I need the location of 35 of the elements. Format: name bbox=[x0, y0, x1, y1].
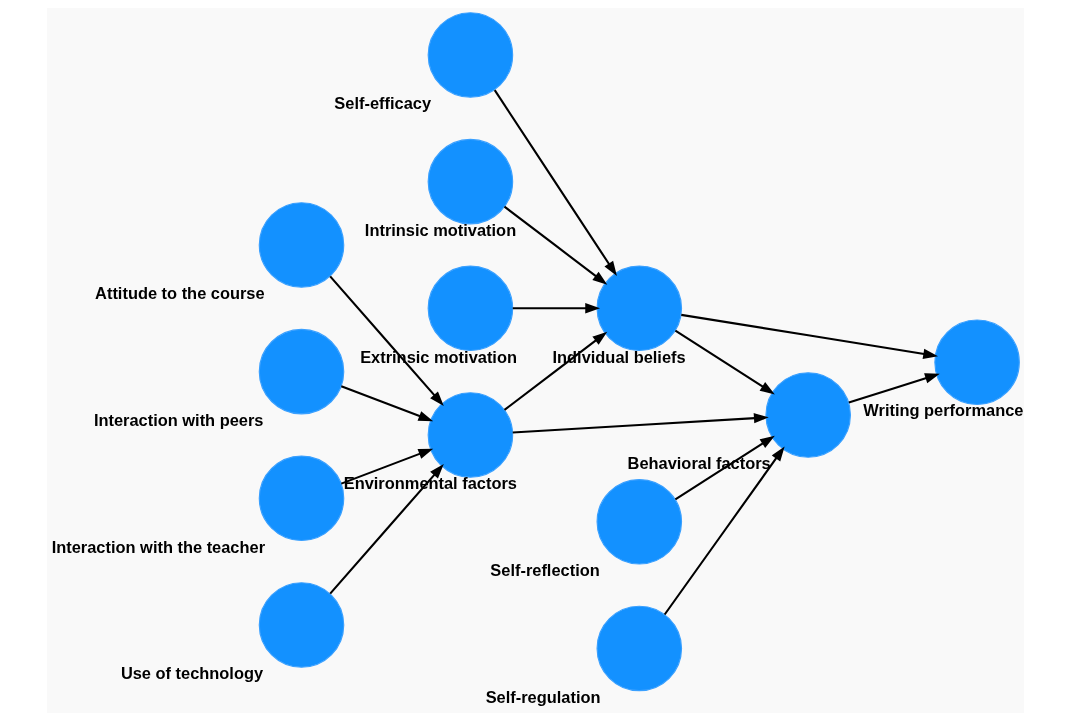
node-circle bbox=[764, 372, 851, 458]
node-circle bbox=[258, 582, 344, 668]
arrow bbox=[340, 448, 433, 485]
node-label: Self-reflection bbox=[489, 560, 600, 579]
arrow bbox=[503, 331, 607, 411]
arrow bbox=[663, 446, 785, 616]
node-label: Writing performance bbox=[862, 401, 1023, 420]
node-label: Self-regulation bbox=[485, 687, 601, 706]
node-circle bbox=[596, 265, 682, 352]
arrow bbox=[340, 385, 433, 422]
node-label: Attitude to the course bbox=[94, 284, 265, 303]
arrow bbox=[512, 413, 769, 434]
arrow bbox=[503, 205, 607, 285]
arrow bbox=[493, 89, 617, 277]
node-circle bbox=[596, 605, 682, 692]
node-circle bbox=[933, 319, 1020, 406]
arrow bbox=[512, 303, 600, 314]
node-circle bbox=[427, 138, 513, 225]
arrow bbox=[674, 329, 775, 395]
arrow bbox=[328, 275, 444, 406]
arrow bbox=[328, 464, 444, 595]
node-label: Interaction with the teacher bbox=[51, 537, 265, 556]
node-label: Use of technology bbox=[120, 664, 263, 683]
node-circle bbox=[258, 328, 344, 415]
arrow bbox=[674, 435, 775, 501]
node-label: Self-efficacy bbox=[333, 94, 431, 113]
node-label: Intrinsic motivation bbox=[364, 220, 516, 239]
node-circle bbox=[258, 455, 344, 542]
node-circle bbox=[258, 202, 344, 288]
node-circle bbox=[427, 265, 513, 352]
node-label: Interaction with peers bbox=[93, 410, 263, 429]
node-circle bbox=[596, 478, 682, 565]
arrow bbox=[680, 313, 938, 359]
node-circle bbox=[427, 12, 513, 98]
arrow bbox=[848, 373, 940, 404]
